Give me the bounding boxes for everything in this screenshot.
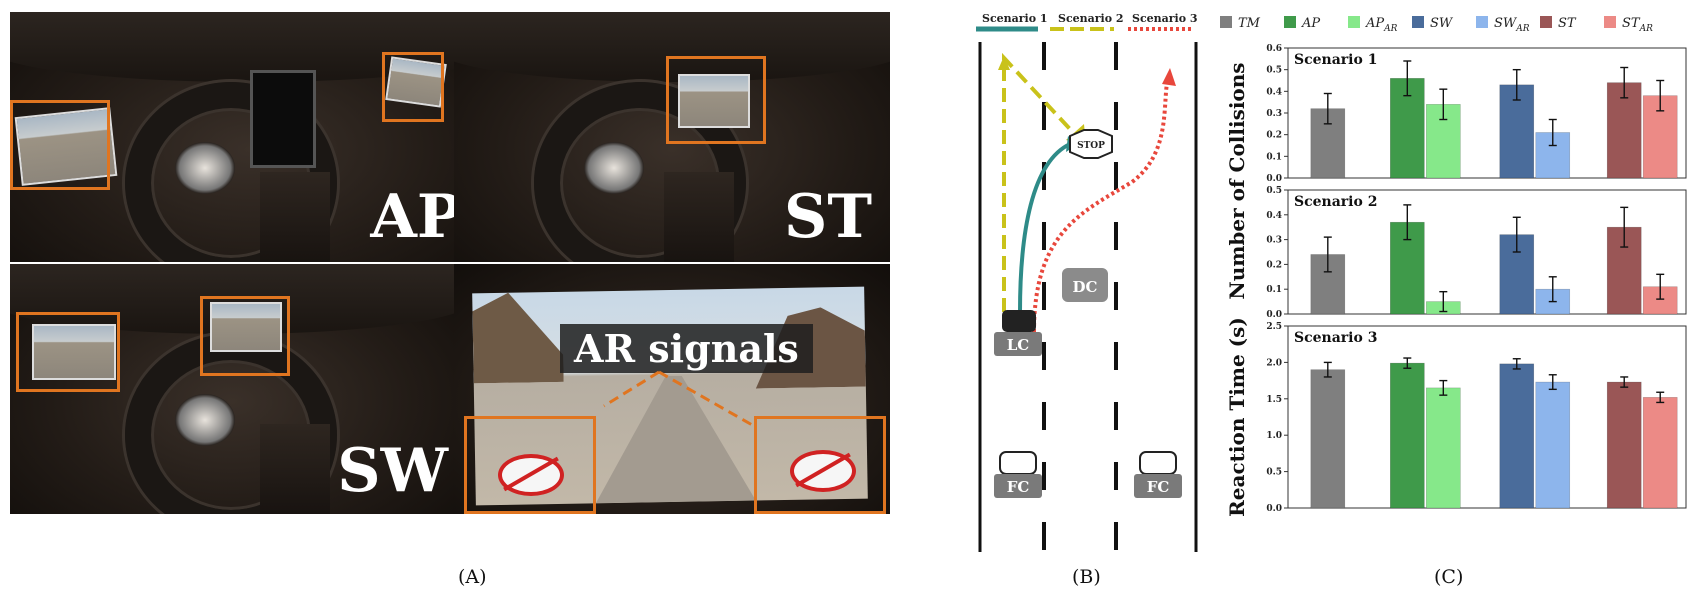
vehicle-fc-right: FC	[1134, 451, 1182, 498]
cockpit-view-st: ST	[454, 12, 890, 262]
panel-label-c: (C)	[1434, 566, 1464, 588]
legend-label: APAR	[1365, 16, 1398, 34]
y-tick-label: 1.0	[1266, 431, 1282, 441]
bar-ap-ar	[1426, 387, 1461, 509]
ar-display-mirror	[210, 302, 282, 352]
panel-a-cockpit-views: AP ST SW AR signals	[10, 12, 962, 560]
cockpit-view-sw: SW	[10, 264, 454, 514]
y-tick-label: 1.5	[1266, 395, 1282, 405]
y-tick-label: 0.3	[1266, 109, 1282, 119]
ar-display-left	[32, 324, 116, 380]
cockpit-view-ap: AP	[10, 12, 490, 262]
highlight-box	[200, 296, 290, 376]
ar-signals-closeup: AR signals	[454, 264, 890, 514]
bar-st	[1606, 82, 1642, 179]
panel-b-scenario-diagram: Scenario 1 Scenario 2 Scenario 3 STOP	[972, 12, 1212, 560]
y-tick-label: 0.5	[1266, 186, 1282, 196]
highlight-box	[10, 100, 110, 190]
scenario-legend-3: Scenario 3	[1132, 12, 1198, 25]
y-tick-label: 0.1	[1266, 152, 1282, 162]
bar-ap	[1390, 362, 1425, 509]
vehicle-fc-left: FC	[994, 451, 1042, 498]
svg-text:STOP: STOP	[1077, 141, 1105, 151]
bar-st	[1606, 381, 1642, 509]
y-tick-label: 2.5	[1266, 322, 1282, 332]
highlight-box-left-sign	[464, 416, 596, 514]
legend-swatch-st	[1540, 16, 1552, 28]
legend-label: ST	[1558, 16, 1577, 31]
highlight-box	[666, 56, 766, 144]
plot-frame	[1287, 325, 1687, 509]
ar-display-center	[678, 74, 750, 128]
legend-swatch-sw	[1412, 16, 1424, 28]
y-axis-label-reaction-time: Reaction Time (s)	[1225, 317, 1249, 517]
chart-title: Scenario 1	[1294, 52, 1377, 68]
bar-st-ar	[1642, 397, 1678, 509]
svg-text:FC: FC	[1147, 478, 1170, 496]
legend-label: AP	[1301, 16, 1320, 31]
highlight-box-right-sign	[754, 416, 886, 514]
svg-text:FC: FC	[1007, 478, 1030, 496]
y-tick-label: 0.1	[1266, 285, 1282, 295]
legend-swatch-ap	[1284, 16, 1296, 28]
mode-label-ap: AP	[370, 182, 462, 252]
no-overtaking-sign-icon	[498, 454, 564, 496]
highlight-box	[16, 312, 120, 392]
y-tick-label: 0.0	[1266, 174, 1282, 184]
y-tick-label: 0.6	[1266, 44, 1282, 54]
plot-frame	[1287, 189, 1687, 315]
y-tick-label: 0.0	[1266, 504, 1282, 514]
svg-text:DC: DC	[1073, 278, 1098, 296]
y-tick-label: 0.5	[1266, 468, 1282, 478]
vehicle-lc: LC	[994, 310, 1042, 356]
bar-charts-svg: TM AP APAR SW SWAR ST STAR 0.0 0.1 0.2 0.3 0.4 0.5 0.…	[1220, 16, 1687, 517]
mode-label-sw: SW	[337, 436, 448, 506]
ar-caption-connector	[603, 370, 755, 428]
ar-signals-caption: AR signals	[560, 324, 813, 373]
legend-label: SWAR	[1494, 16, 1530, 34]
y-tick-label: 0.4	[1266, 87, 1282, 97]
mode-label-st: ST	[784, 182, 872, 252]
chart-title: Scenario 3	[1294, 330, 1377, 346]
path-scenario-3	[1032, 77, 1170, 333]
chart-title: Scenario 2	[1294, 194, 1377, 210]
scenario-legend-1: Scenario 1	[982, 12, 1048, 25]
no-overtaking-sign-icon	[790, 450, 856, 492]
y-tick-label: 0.3	[1266, 236, 1282, 246]
legend-label: STAR	[1622, 16, 1653, 34]
legend-label: SW	[1430, 16, 1454, 31]
y-tick-label: 0.2	[1266, 260, 1282, 270]
legend-swatch-tm	[1220, 16, 1232, 28]
vehicle-dc: DC	[1062, 268, 1108, 302]
y-axis-label-collisions: Number of Collisions	[1225, 62, 1249, 299]
panel-label-b: (B)	[1072, 566, 1101, 588]
legend-label: TM	[1238, 16, 1261, 31]
legend-swatch-st-ar	[1604, 16, 1616, 28]
panel-label-a: (A)	[458, 566, 487, 588]
legend-swatch-sw-ar	[1476, 16, 1488, 28]
y-tick-label: 0.5	[1266, 66, 1282, 76]
path-scenario-1	[1018, 142, 1071, 313]
y-tick-label: 0.0	[1266, 310, 1282, 320]
svg-text:LC: LC	[1007, 336, 1030, 354]
bar-sw	[1499, 363, 1535, 509]
y-tick-label: 2.0	[1266, 358, 1282, 368]
y-tick-label: 0.4	[1266, 211, 1282, 221]
panel-c-bar-charts: TM AP APAR SW SWAR ST STAR 0.0 0.1 0.2 0.3 0.4 0.5 0.…	[1216, 8, 1692, 568]
highlight-box	[382, 52, 444, 122]
scenario-legend-2: Scenario 2	[1058, 12, 1124, 25]
bar-sw-ar	[1535, 381, 1571, 509]
stop-sign-icon: STOP	[1069, 129, 1113, 159]
bar-tm	[1310, 369, 1346, 509]
y-tick-label: 0.2	[1266, 131, 1282, 141]
legend-swatch-ap-ar	[1348, 16, 1360, 28]
